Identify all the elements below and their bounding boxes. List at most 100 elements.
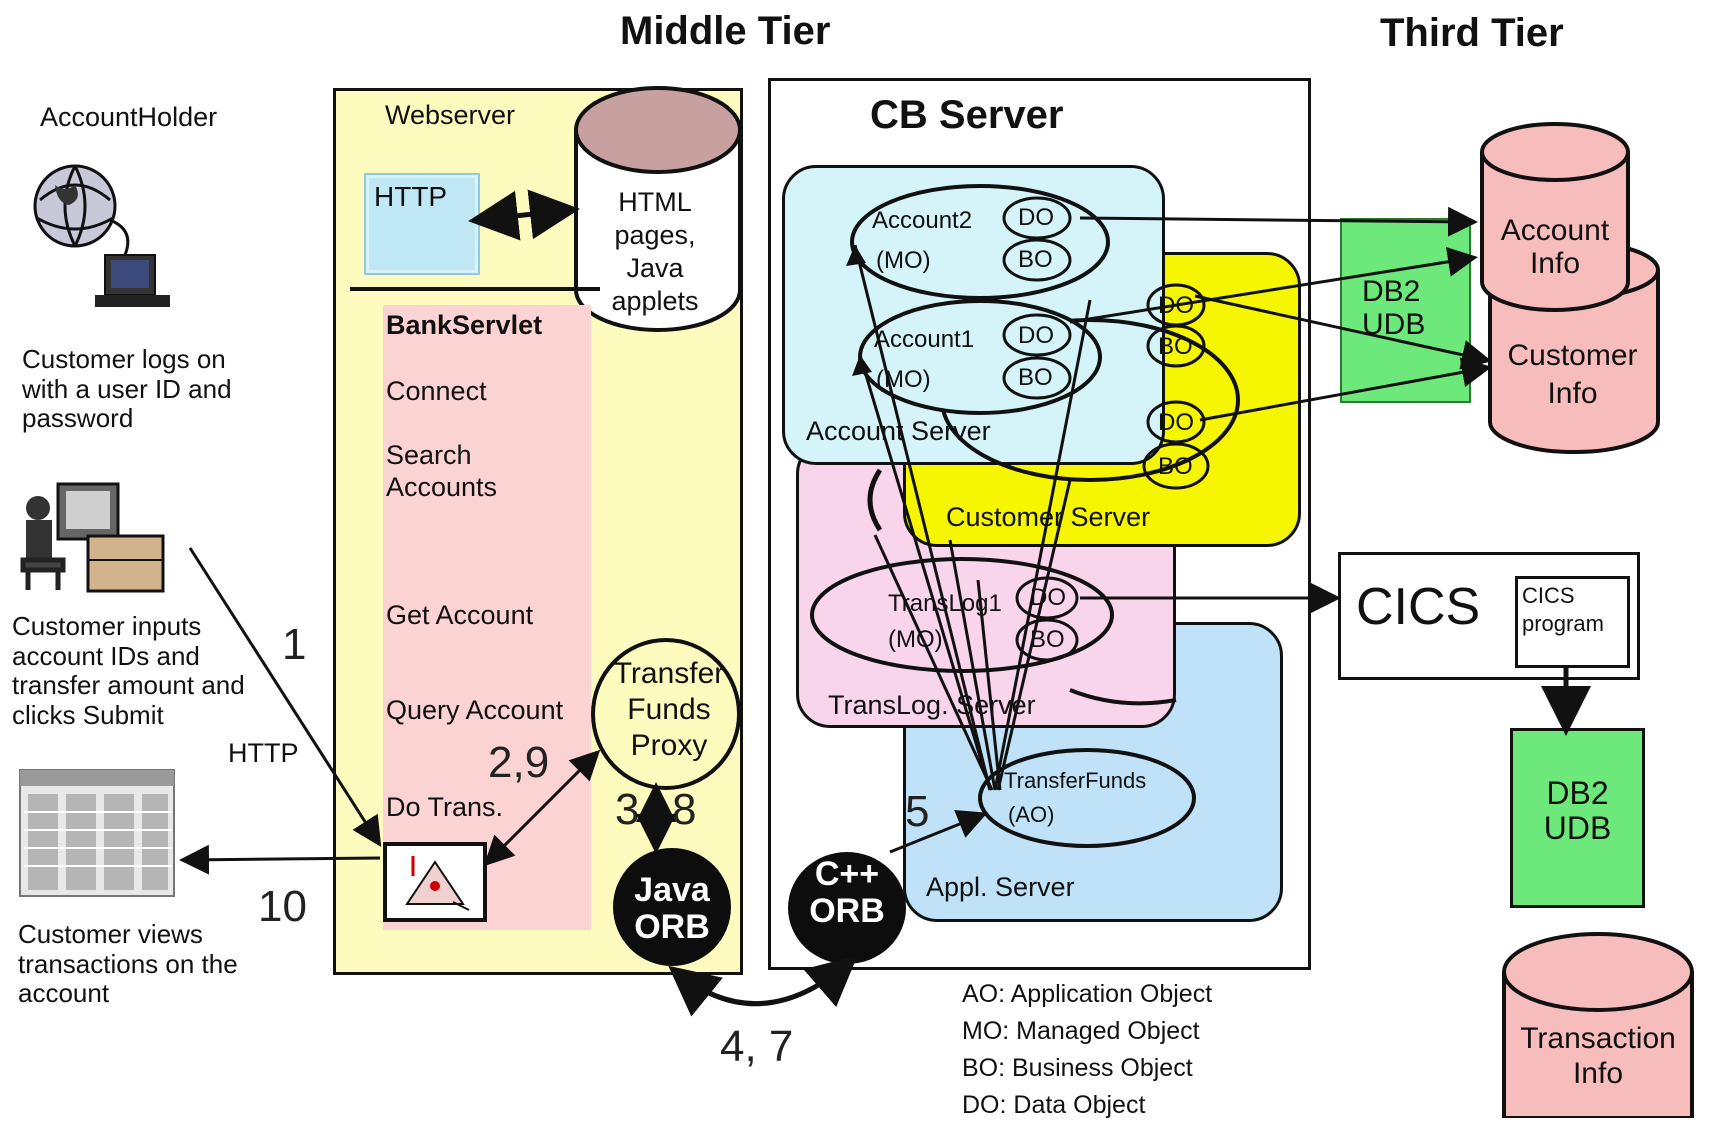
db2-bottom-line-1: DB2: [1546, 775, 1609, 811]
db2-udb-bottom: [1510, 728, 1645, 908]
servlet-search: Search: [386, 440, 472, 470]
account2-bo-oval: [1002, 238, 1072, 282]
translog1-bo-oval: [1015, 618, 1079, 662]
webserver-divider: [350, 287, 600, 291]
db2-bottom-line-2: UDB: [1543, 810, 1612, 847]
desk-computer-icon: [20, 482, 165, 593]
arrow-account2-db: [1079, 206, 1478, 237]
account-info-line-1: Account: [1500, 214, 1610, 247]
step-1: 1: [282, 620, 307, 669]
account1-do: DO: [1018, 322, 1054, 349]
cics-label: CICS: [1356, 578, 1481, 636]
customer-bo-1: BO: [1158, 333, 1193, 360]
account-info-db: [1480, 122, 1630, 312]
arrow-step-1: [188, 547, 382, 848]
arrow-step-4-7: [668, 955, 858, 1017]
legend-mo: MO: Managed Object: [962, 1017, 1200, 1045]
middle-tier-heading: Middle Tier: [620, 9, 831, 53]
step-5: 5: [905, 787, 930, 836]
proxy-line-2: Funds: [627, 693, 711, 726]
webserver-title: Webserver: [385, 100, 516, 130]
customer-info-line-1: Customer: [1507, 339, 1638, 372]
transfer-funds-ao-oval: [978, 748, 1196, 848]
third-tier-heading: Third Tier: [1380, 11, 1564, 55]
http-box-label: HTTP: [374, 181, 448, 212]
servlet-do-trans: Do Trans.: [386, 792, 504, 822]
cics-program-line-1: CICS: [1522, 583, 1575, 608]
account-info-line-2: Info: [1529, 247, 1581, 280]
globe-computer-icon: [33, 164, 170, 307]
customer-do-oval-2: [1146, 400, 1206, 444]
html-line-2: pages,: [614, 219, 696, 250]
account1-bo: BO: [1018, 364, 1053, 391]
step-10: 10: [258, 882, 307, 931]
java-orb: [613, 848, 731, 966]
arrow-step-5: [889, 810, 988, 854]
account2-name: Account2: [872, 207, 973, 234]
java-orb-line-1: Java: [634, 871, 710, 909]
browser-page-icon: [19, 769, 175, 897]
transaction-info-db: [1502, 932, 1694, 1118]
account2-mo: (MO): [876, 247, 931, 274]
customer-bo-2: BO: [1158, 453, 1193, 480]
html-line-3: Java: [626, 252, 684, 283]
appl-server-label: Appl. Server: [926, 872, 1075, 902]
transaction-info-line-2: Info: [1572, 1056, 1624, 1090]
translog1-mo: (MO): [888, 626, 943, 653]
http-box: HTTP: [364, 173, 480, 275]
db2-top-line-1: DB2: [1362, 275, 1421, 308]
customer-info-label: Customer Info: [1490, 337, 1655, 412]
account2-oval: [850, 184, 1110, 300]
cics-program-label: CICS program: [1522, 582, 1604, 637]
customer-bo-oval-2: [1142, 442, 1210, 490]
step-4-7: 4, 7: [720, 1022, 794, 1071]
cpp-orb-line-2: ORB: [809, 892, 885, 931]
proxy-line-3: Proxy: [630, 729, 708, 762]
input-caption: Customer inputs account IDs and transfer…: [12, 611, 245, 730]
transaction-info-label: Transaction Info: [1508, 1022, 1688, 1091]
cpp-orb-line-1: C++: [814, 855, 880, 893]
transfer-funds-name: TransferFunds: [1004, 768, 1147, 793]
proxy-line-1: Transfer: [613, 657, 725, 690]
logon-caption: Customer logs on with a user ID and pass…: [22, 344, 232, 434]
transfer-funds-ao: (AO): [1008, 802, 1055, 827]
db2-bottom-label: DB2 UDB: [1510, 775, 1645, 847]
step-3: 3: [615, 785, 640, 834]
cics-program-box: CICS program: [1515, 576, 1630, 668]
step-8: 8: [672, 785, 697, 834]
customer-do-2: DO: [1158, 409, 1194, 436]
translog1-bo: BO: [1030, 626, 1065, 653]
servlet-connect: Connect: [386, 376, 487, 406]
servlet-icon: [383, 842, 487, 922]
proxy-label: Transfer Funds Proxy: [604, 656, 734, 764]
translog1-name: TransLog1: [888, 590, 1002, 617]
html-line-1: HTML: [618, 187, 692, 217]
arrow-account1-db: [1069, 246, 1478, 324]
account2-do-oval: [1002, 196, 1072, 240]
translog1-do: DO: [1030, 584, 1066, 611]
account2-do: DO: [1018, 204, 1054, 231]
cics-program-line-2: program: [1522, 610, 1604, 636]
servlet-accounts: Accounts: [386, 472, 498, 502]
account1-mo: (MO): [876, 366, 931, 393]
arrow-customer-db-2: [1199, 357, 1492, 422]
legend-ao: AO: Application Object: [962, 980, 1213, 1008]
cpp-orb-label: C++ ORB: [788, 855, 906, 931]
translog-server-label: TransLog. Server: [828, 690, 1036, 720]
html-pages-label: HTML pages, Java applets: [590, 186, 720, 318]
servlet-query-account: Query Account: [386, 695, 564, 725]
legend-do: DO: Data Object: [962, 1091, 1146, 1119]
cb-server-title: CB Server: [870, 93, 1064, 137]
servlet-get-account: Get Account: [386, 600, 534, 630]
transaction-info-line-1: Transaction: [1520, 1022, 1676, 1055]
arrow-customer-db-1: [1194, 294, 1492, 370]
html-line-4: applets: [611, 285, 699, 316]
account1-bo-oval: [1002, 356, 1072, 400]
account-holder-label: AccountHolder: [40, 102, 218, 132]
bank-servlet-title: BankServlet: [386, 310, 543, 340]
http-html-arrow: [468, 189, 580, 241]
html-pages-store: [574, 86, 742, 332]
account-info-label: Account Info: [1480, 214, 1630, 280]
